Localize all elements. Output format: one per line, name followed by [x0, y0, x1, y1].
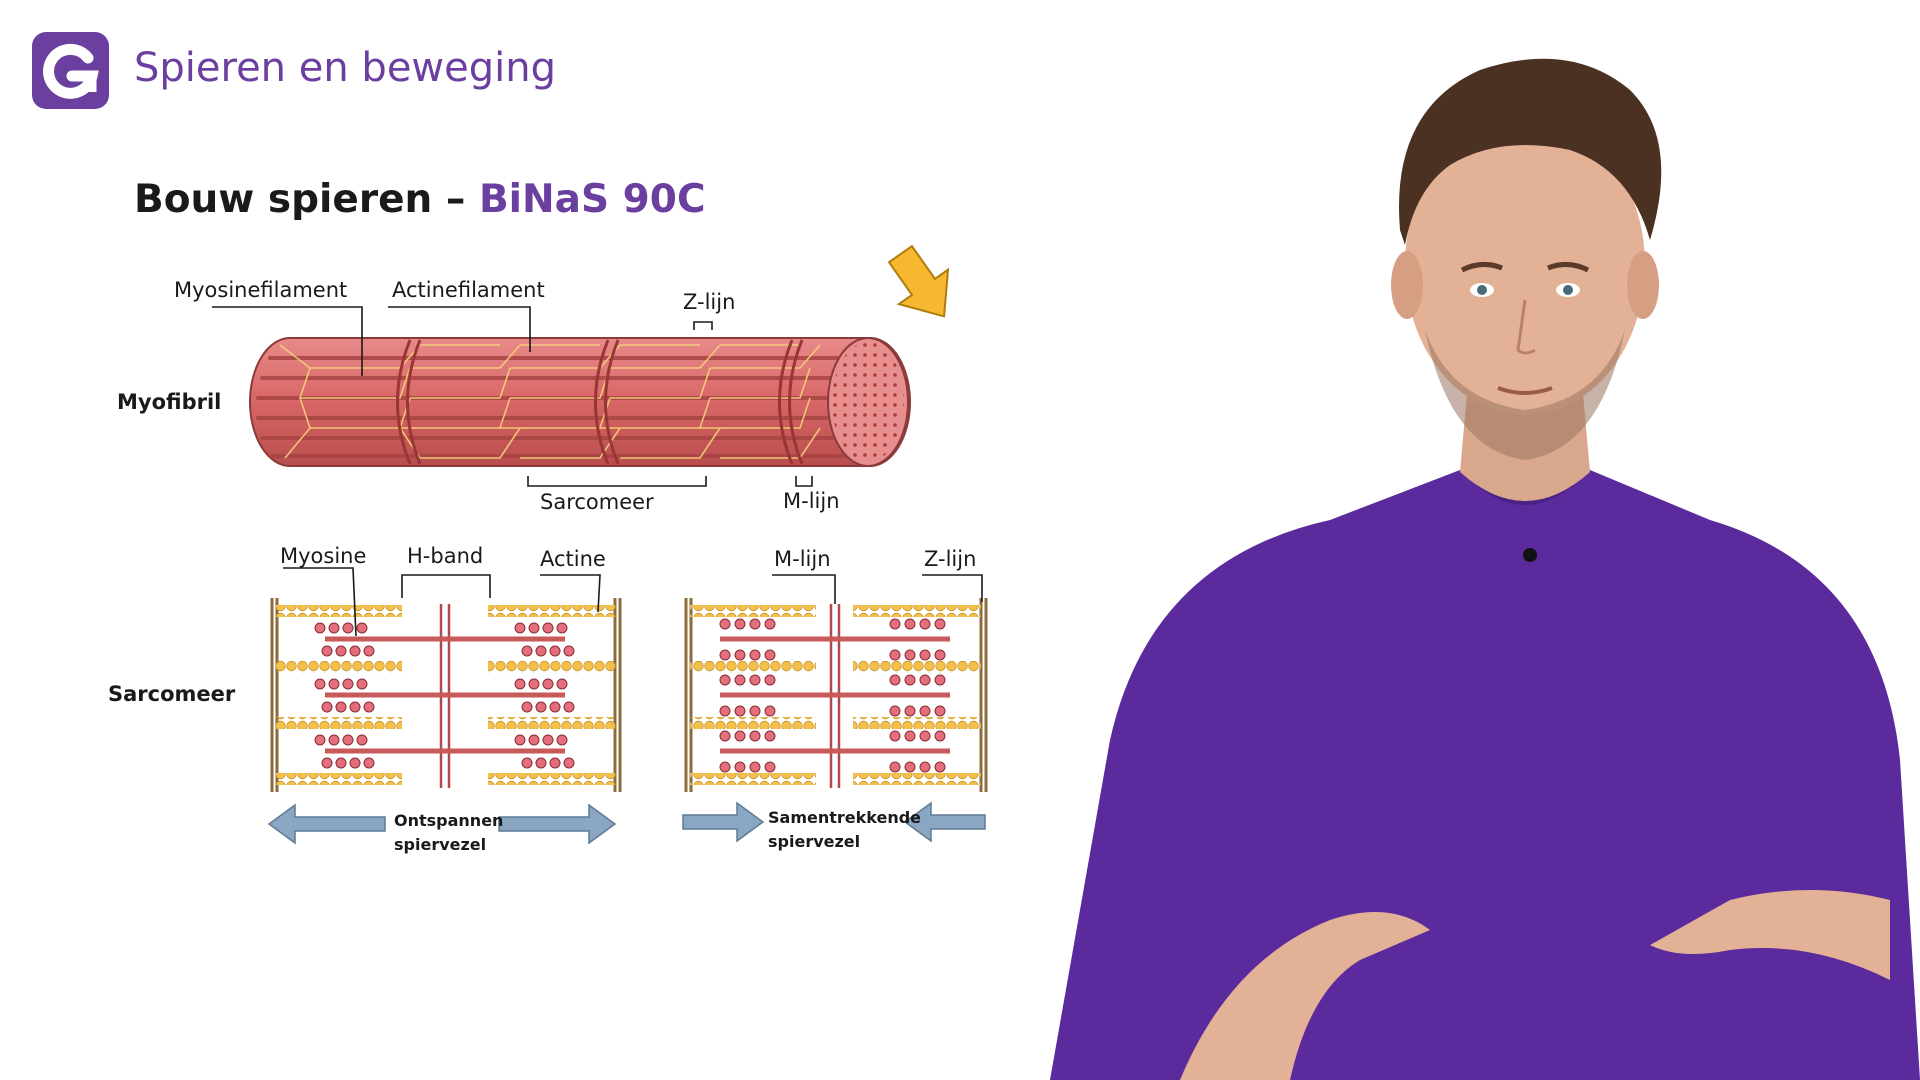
relaxed-sarcomere: [270, 598, 622, 792]
app-logo: [32, 32, 109, 109]
contracted-label-line1: Samentrekkende: [768, 808, 921, 827]
myofibril-row-label: Myofibril: [117, 390, 221, 414]
z-lijn-label-top: Z-lijn: [683, 290, 735, 314]
relaxed-arrows: [267, 803, 617, 845]
relaxed-label-line1: Ontspannen: [394, 811, 503, 830]
pointer-arrow-icon: [887, 244, 950, 318]
logo-g-icon: [43, 43, 99, 99]
myosinefilament-label: Myosinefilament: [174, 278, 347, 302]
slide-title-main: Bouw spieren –: [134, 177, 479, 222]
app-title: Spieren en beweging: [134, 45, 556, 91]
microphone-icon: [1523, 548, 1537, 562]
sarcomeer-label: Sarcomeer: [540, 490, 654, 514]
presenter-right-hand: [1650, 890, 1890, 980]
contracted-arrows: [682, 801, 986, 843]
sarcomeer-row-label: Sarcomeer: [108, 682, 236, 706]
z-lijn-label-sarcomeer: Z-lijn: [924, 547, 976, 571]
slide-title-accent: BiNaS 90C: [478, 177, 706, 222]
presenter-face: [1405, 115, 1645, 415]
actine-label: Actine: [540, 547, 606, 571]
presenter-hair: [1399, 58, 1662, 245]
muscle-diagram: Myofibril: [108, 244, 988, 854]
m-lijn-label-sarcomeer: M-lijn: [774, 547, 831, 571]
relaxed-label-line2: spiervezel: [394, 835, 486, 854]
h-band-label: H-band: [407, 544, 483, 568]
slide-title: Bouw spieren – BiNaS 90C: [134, 176, 706, 224]
actinefilament-label: Actinefilament: [392, 278, 545, 302]
presenter-video: [1050, 58, 1920, 1080]
contracted-sarcomere: [684, 598, 988, 792]
contracted-label-line2: spiervezel: [768, 832, 860, 851]
presenter-shirt: [1050, 470, 1920, 1080]
presenter-left-hand: [1180, 912, 1430, 1080]
myofibril-cylinder: [249, 337, 911, 467]
m-lijn-label-top: M-lijn: [783, 489, 840, 513]
myosine-label: Myosine: [280, 544, 366, 568]
